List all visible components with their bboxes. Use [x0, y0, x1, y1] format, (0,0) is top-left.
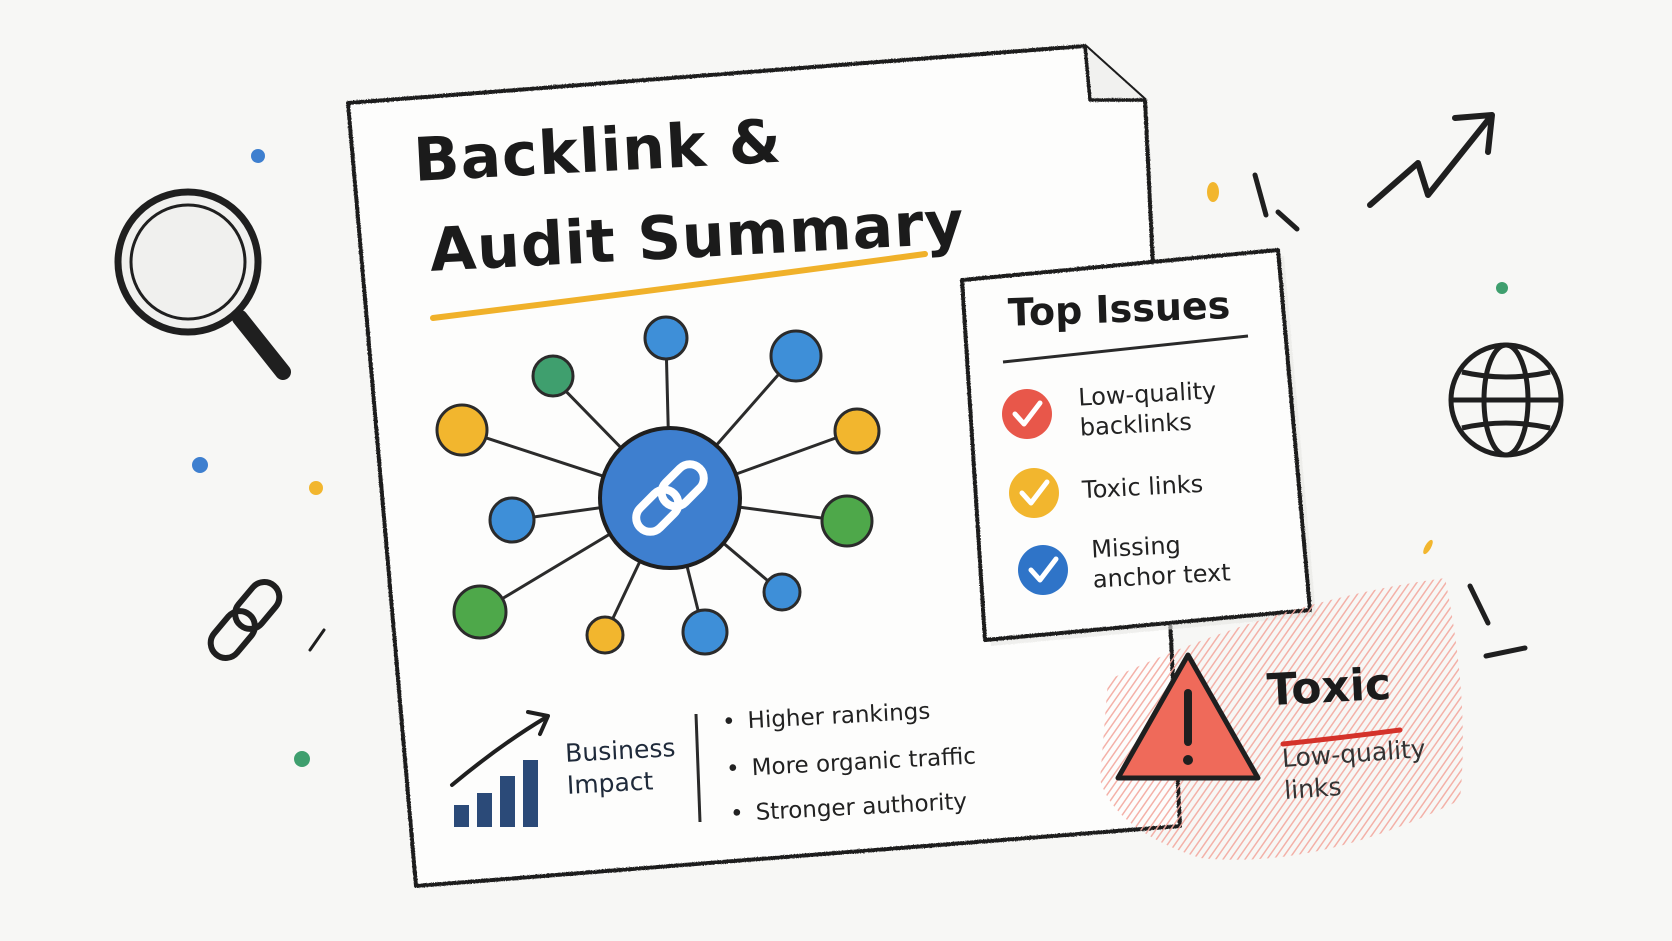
network-node [833, 407, 881, 455]
toxic-subtitle: Low-quality links [1281, 733, 1429, 807]
top-issues-underline [1002, 334, 1249, 364]
backlink-network-diagram [435, 315, 881, 656]
growth-arrow-icon [450, 716, 547, 787]
network-node [820, 494, 874, 548]
chain-link-icon [207, 579, 283, 661]
network-node [435, 403, 489, 457]
toxic-underline [1280, 727, 1403, 747]
checkmark-icon [1002, 389, 1052, 439]
toxic-hatch-area [1100, 578, 1463, 860]
magnifier-icon [114, 188, 291, 380]
network-node [488, 496, 536, 544]
network-node [585, 615, 625, 655]
globe-icon [1448, 342, 1564, 458]
network-node [452, 584, 508, 640]
top-issues-heading: Top Issues [1007, 283, 1231, 335]
issue-label-low-quality: Low-quality backlinks [1078, 375, 1219, 442]
bar-chart-icon [454, 760, 538, 827]
impact-divider [694, 713, 702, 823]
hub-chain-link-icon [632, 460, 708, 536]
network-node [531, 354, 575, 398]
checkmark-icon [1009, 468, 1059, 518]
issue-label-toxic-links: Toxic links [1081, 469, 1204, 505]
business-impact-line: Business [564, 733, 677, 768]
confetti-dots [192, 149, 1508, 767]
network-node [643, 315, 689, 361]
trend-arrow-icon [1367, 112, 1495, 208]
network-node [762, 572, 802, 612]
hub-node [598, 426, 742, 570]
accent-strokes [1252, 172, 1528, 659]
toxic-title: Toxic [1265, 658, 1393, 717]
checkmark-icon [1018, 545, 1068, 595]
issue-label-missing-anchor: Missing anchor text [1091, 527, 1232, 594]
network-node [769, 329, 823, 383]
warning-icon [1115, 652, 1261, 781]
business-impact-label: Business Impact [564, 732, 677, 802]
issue-checkmarks [1002, 389, 1068, 595]
title-underline [430, 251, 928, 321]
business-impact-line: Impact [566, 766, 654, 800]
network-node [681, 608, 729, 656]
